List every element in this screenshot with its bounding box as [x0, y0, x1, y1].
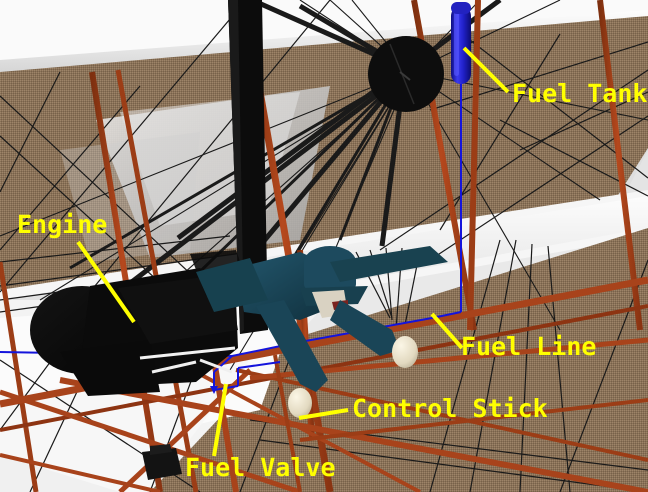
annotation-label-fuel-tank[interactable]: Fuel Tank: [512, 79, 648, 108]
leader-line-control-stick: [298, 408, 349, 420]
propeller-hub: [368, 36, 444, 112]
annotation-label-control-stick[interactable]: Control Stick: [352, 394, 548, 423]
engine-part: [30, 250, 250, 396]
annotation-label-fuel-valve[interactable]: Fuel Valve: [185, 453, 336, 482]
leader-line-fuel-tank: [462, 46, 510, 94]
pilot-figure: [196, 246, 448, 418]
annotation-label-fuel-line[interactable]: Fuel Line: [461, 332, 597, 361]
fuel-tank-part: [451, 2, 471, 84]
fuel-valve-part: [142, 444, 182, 480]
leader-line-fuel-line: [430, 312, 464, 350]
annotation-label-engine[interactable]: Engine: [17, 210, 108, 239]
pilot-right-hand: [392, 336, 418, 368]
leader-line-fuel-valve: [212, 383, 228, 457]
pilot-left-hand: [288, 388, 312, 418]
leader-line-engine: [76, 240, 136, 324]
